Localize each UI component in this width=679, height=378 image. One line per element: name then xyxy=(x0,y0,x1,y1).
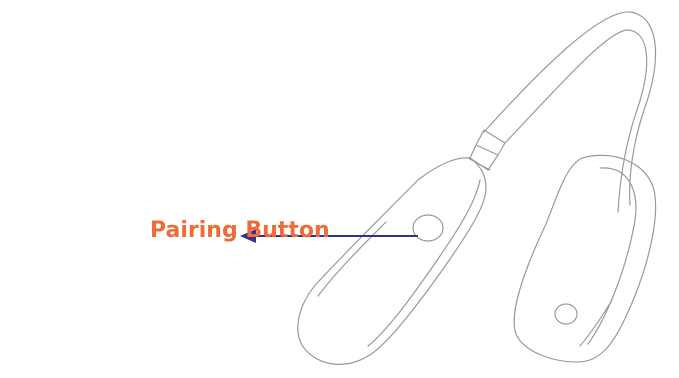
left-arrow-icon xyxy=(240,229,256,243)
neckband-inner xyxy=(504,29,648,213)
hinge-band-2 xyxy=(467,157,491,171)
pairing-button xyxy=(412,214,444,242)
left-earpiece-contour xyxy=(317,221,387,297)
pairing-button-label: Pairing Button xyxy=(150,218,330,243)
right-earpiece-contour xyxy=(579,299,613,347)
callout-arrow xyxy=(240,229,418,243)
hinge-band-1 xyxy=(475,144,499,156)
right-pod-button xyxy=(554,303,578,325)
left-earpiece xyxy=(297,157,487,365)
left-earpiece-edge xyxy=(367,179,481,347)
neckband-outer xyxy=(483,11,657,206)
right-earpiece xyxy=(513,154,657,363)
right-earpiece-inner xyxy=(587,167,637,345)
